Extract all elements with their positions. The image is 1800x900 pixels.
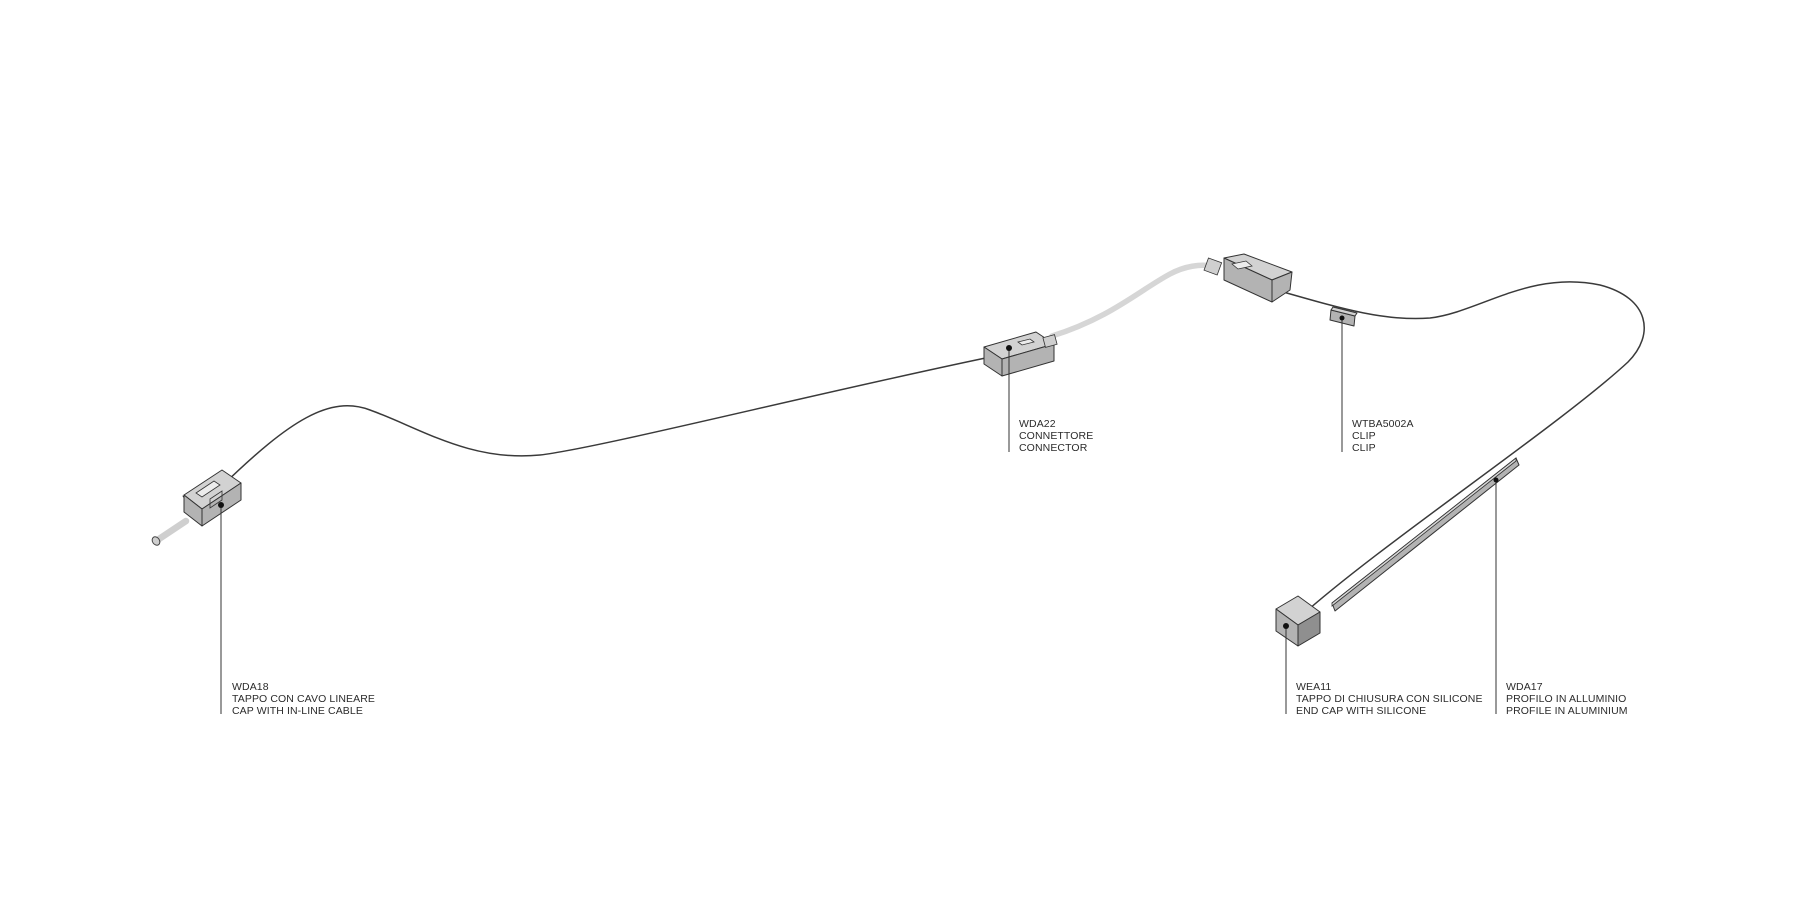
label-name-en: PROFILE IN ALUMINIUM [1506, 705, 1628, 717]
label-wda18: WDA18 TAPPO CON CAVO LINEARE CAP WITH IN… [232, 681, 375, 717]
label-wda22: WDA22 CONNETTORE CONNECTOR [1019, 418, 1093, 454]
cap-with-cable-part [182, 469, 242, 527]
strip-connector-part [1203, 253, 1293, 303]
label-name-en: END CAP WITH SILICONE [1296, 705, 1426, 717]
label-code: WDA22 [1019, 418, 1056, 430]
label-code: WTBA5002A [1352, 418, 1414, 430]
label-code: WDA17 [1506, 681, 1543, 693]
label-name-en: CONNECTOR [1019, 442, 1088, 454]
leader-wea11 [1283, 623, 1289, 714]
label-name-en: CAP WITH IN-LINE CABLE [232, 705, 363, 717]
leader-wda17 [1493, 477, 1499, 714]
left-cable [151, 517, 190, 546]
label-name-it: CLIP [1352, 430, 1376, 442]
strip-segment-1 [208, 341, 1014, 500]
label-name-it: TAPPO CON CAVO LINEARE [232, 693, 375, 705]
leader-wda22 [1006, 345, 1012, 452]
connector-part [983, 331, 1058, 377]
middle-cable [1049, 262, 1215, 339]
strip-segment-2 [1248, 268, 1658, 631]
label-name-en: CLIP [1352, 442, 1376, 454]
leader-wtba5002a [1339, 315, 1345, 452]
label-wtba5002a: WTBA5002A CLIP CLIP [1352, 418, 1414, 454]
label-name-it: TAPPO DI CHIUSURA CON SILICONE [1296, 693, 1483, 705]
label-code: WDA18 [232, 681, 269, 693]
label-code: WEA11 [1296, 681, 1331, 693]
label-name-it: CONNETTORE [1019, 430, 1093, 442]
leader-wda18 [218, 502, 224, 714]
label-wda17: WDA17 PROFILO IN ALLUMINIO PROFILE IN AL… [1506, 681, 1628, 717]
aluminium-profile [1331, 457, 1520, 612]
label-name-it: PROFILO IN ALLUMINIO [1506, 693, 1626, 705]
label-wea11: WEA11 TAPPO DI CHIUSURA CON SILICONE END… [1296, 681, 1483, 717]
